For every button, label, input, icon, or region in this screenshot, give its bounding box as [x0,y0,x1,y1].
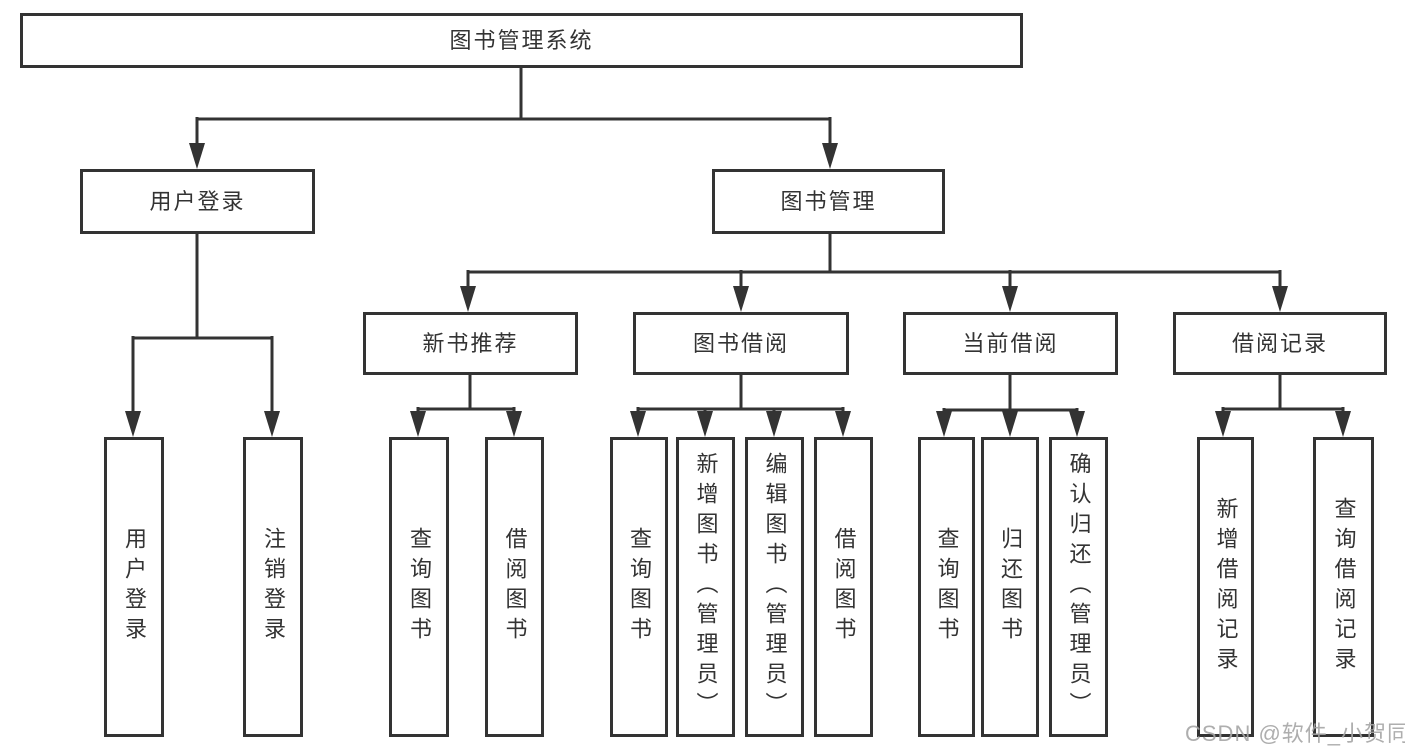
leaf-query-borrow-record-label: 查询借阅记录 [1331,497,1357,677]
leaf-borrow-book: 借阅图书 [814,437,873,737]
node-book-borrow: 图书借阅 [633,312,849,375]
leaf-edit-book-admin: 编辑图书（管理员） [745,437,804,737]
arrow-icon [697,411,713,437]
leaf-query-book-borrow-label: 查询图书 [627,527,652,647]
arrow-icon [189,143,205,169]
arrow-icon [506,411,522,437]
node-book-borrow-label: 图书借阅 [692,330,789,356]
arrow-icon [410,411,426,437]
node-new-book-recommend: 新书推荐 [363,312,578,375]
node-current-borrow: 当前借阅 [903,312,1118,375]
node-user-login-label: 用户登录 [149,188,246,214]
leaf-query-book-borrow: 查询图书 [610,437,668,737]
leaf-query-book-recommend-label: 查询图书 [407,527,432,647]
leaf-user-login-label: 用户登录 [122,527,147,647]
arrow-icon [733,286,749,312]
arrow-icon [822,143,838,169]
node-root-label: 图书管理系统 [449,27,594,53]
leaf-query-borrow-record: 查询借阅记录 [1313,437,1374,737]
leaf-query-book-current: 查询图书 [918,437,975,737]
leaf-borrow-book-recommend-label: 借阅图书 [502,527,528,647]
arrow-icon [1335,411,1351,437]
arrow-icon [1272,286,1288,312]
arrow-icon [1069,411,1085,437]
node-current-borrow-label: 当前借阅 [962,330,1059,356]
leaf-logout-label: 注销登录 [261,527,286,647]
node-borrow-record-label: 借阅记录 [1231,330,1328,356]
node-user-login: 用户登录 [80,169,315,234]
arrow-icon [125,411,141,437]
arrow-icon [264,411,280,437]
arrow-icon [630,411,646,437]
node-new-book-recommend-label: 新书推荐 [422,330,519,356]
arrow-icon [936,411,952,437]
leaf-return-book-label: 归还图书 [998,527,1023,647]
leaf-add-book-admin: 新增图书（管理员） [676,437,735,737]
leaf-return-book: 归还图书 [981,437,1039,737]
leaf-add-book-admin-label: 新增图书（管理员） [693,452,719,722]
leaf-query-book-recommend: 查询图书 [389,437,449,737]
node-root: 图书管理系统 [20,13,1023,68]
arrowheads [125,143,1351,437]
leaf-edit-book-admin-label: 编辑图书（管理员） [762,452,788,722]
leaf-add-borrow-record-label: 新增借阅记录 [1213,497,1239,677]
leaf-user-login: 用户登录 [104,437,164,737]
arrow-icon [1002,411,1018,437]
arrow-icon [835,411,851,437]
leaf-borrow-book-label: 借阅图书 [831,527,857,647]
leaf-confirm-return-admin-label: 确认归还（管理员） [1066,452,1092,722]
watermark: CSDN @软件_小贺同学 [1185,721,1405,746]
leaf-logout: 注销登录 [243,437,303,737]
leaf-query-book-current-label: 查询图书 [934,527,960,647]
leaf-confirm-return-admin: 确认归还（管理员） [1049,437,1108,737]
leaf-add-borrow-record: 新增借阅记录 [1197,437,1254,737]
node-book-management: 图书管理 [712,169,945,234]
node-borrow-record: 借阅记录 [1173,312,1387,375]
arrow-icon [766,411,782,437]
node-book-management-label: 图书管理 [780,188,877,214]
arrow-icon [1002,286,1018,312]
arrow-icon [1215,411,1231,437]
arrow-icon [460,286,476,312]
leaf-borrow-book-recommend: 借阅图书 [485,437,544,737]
